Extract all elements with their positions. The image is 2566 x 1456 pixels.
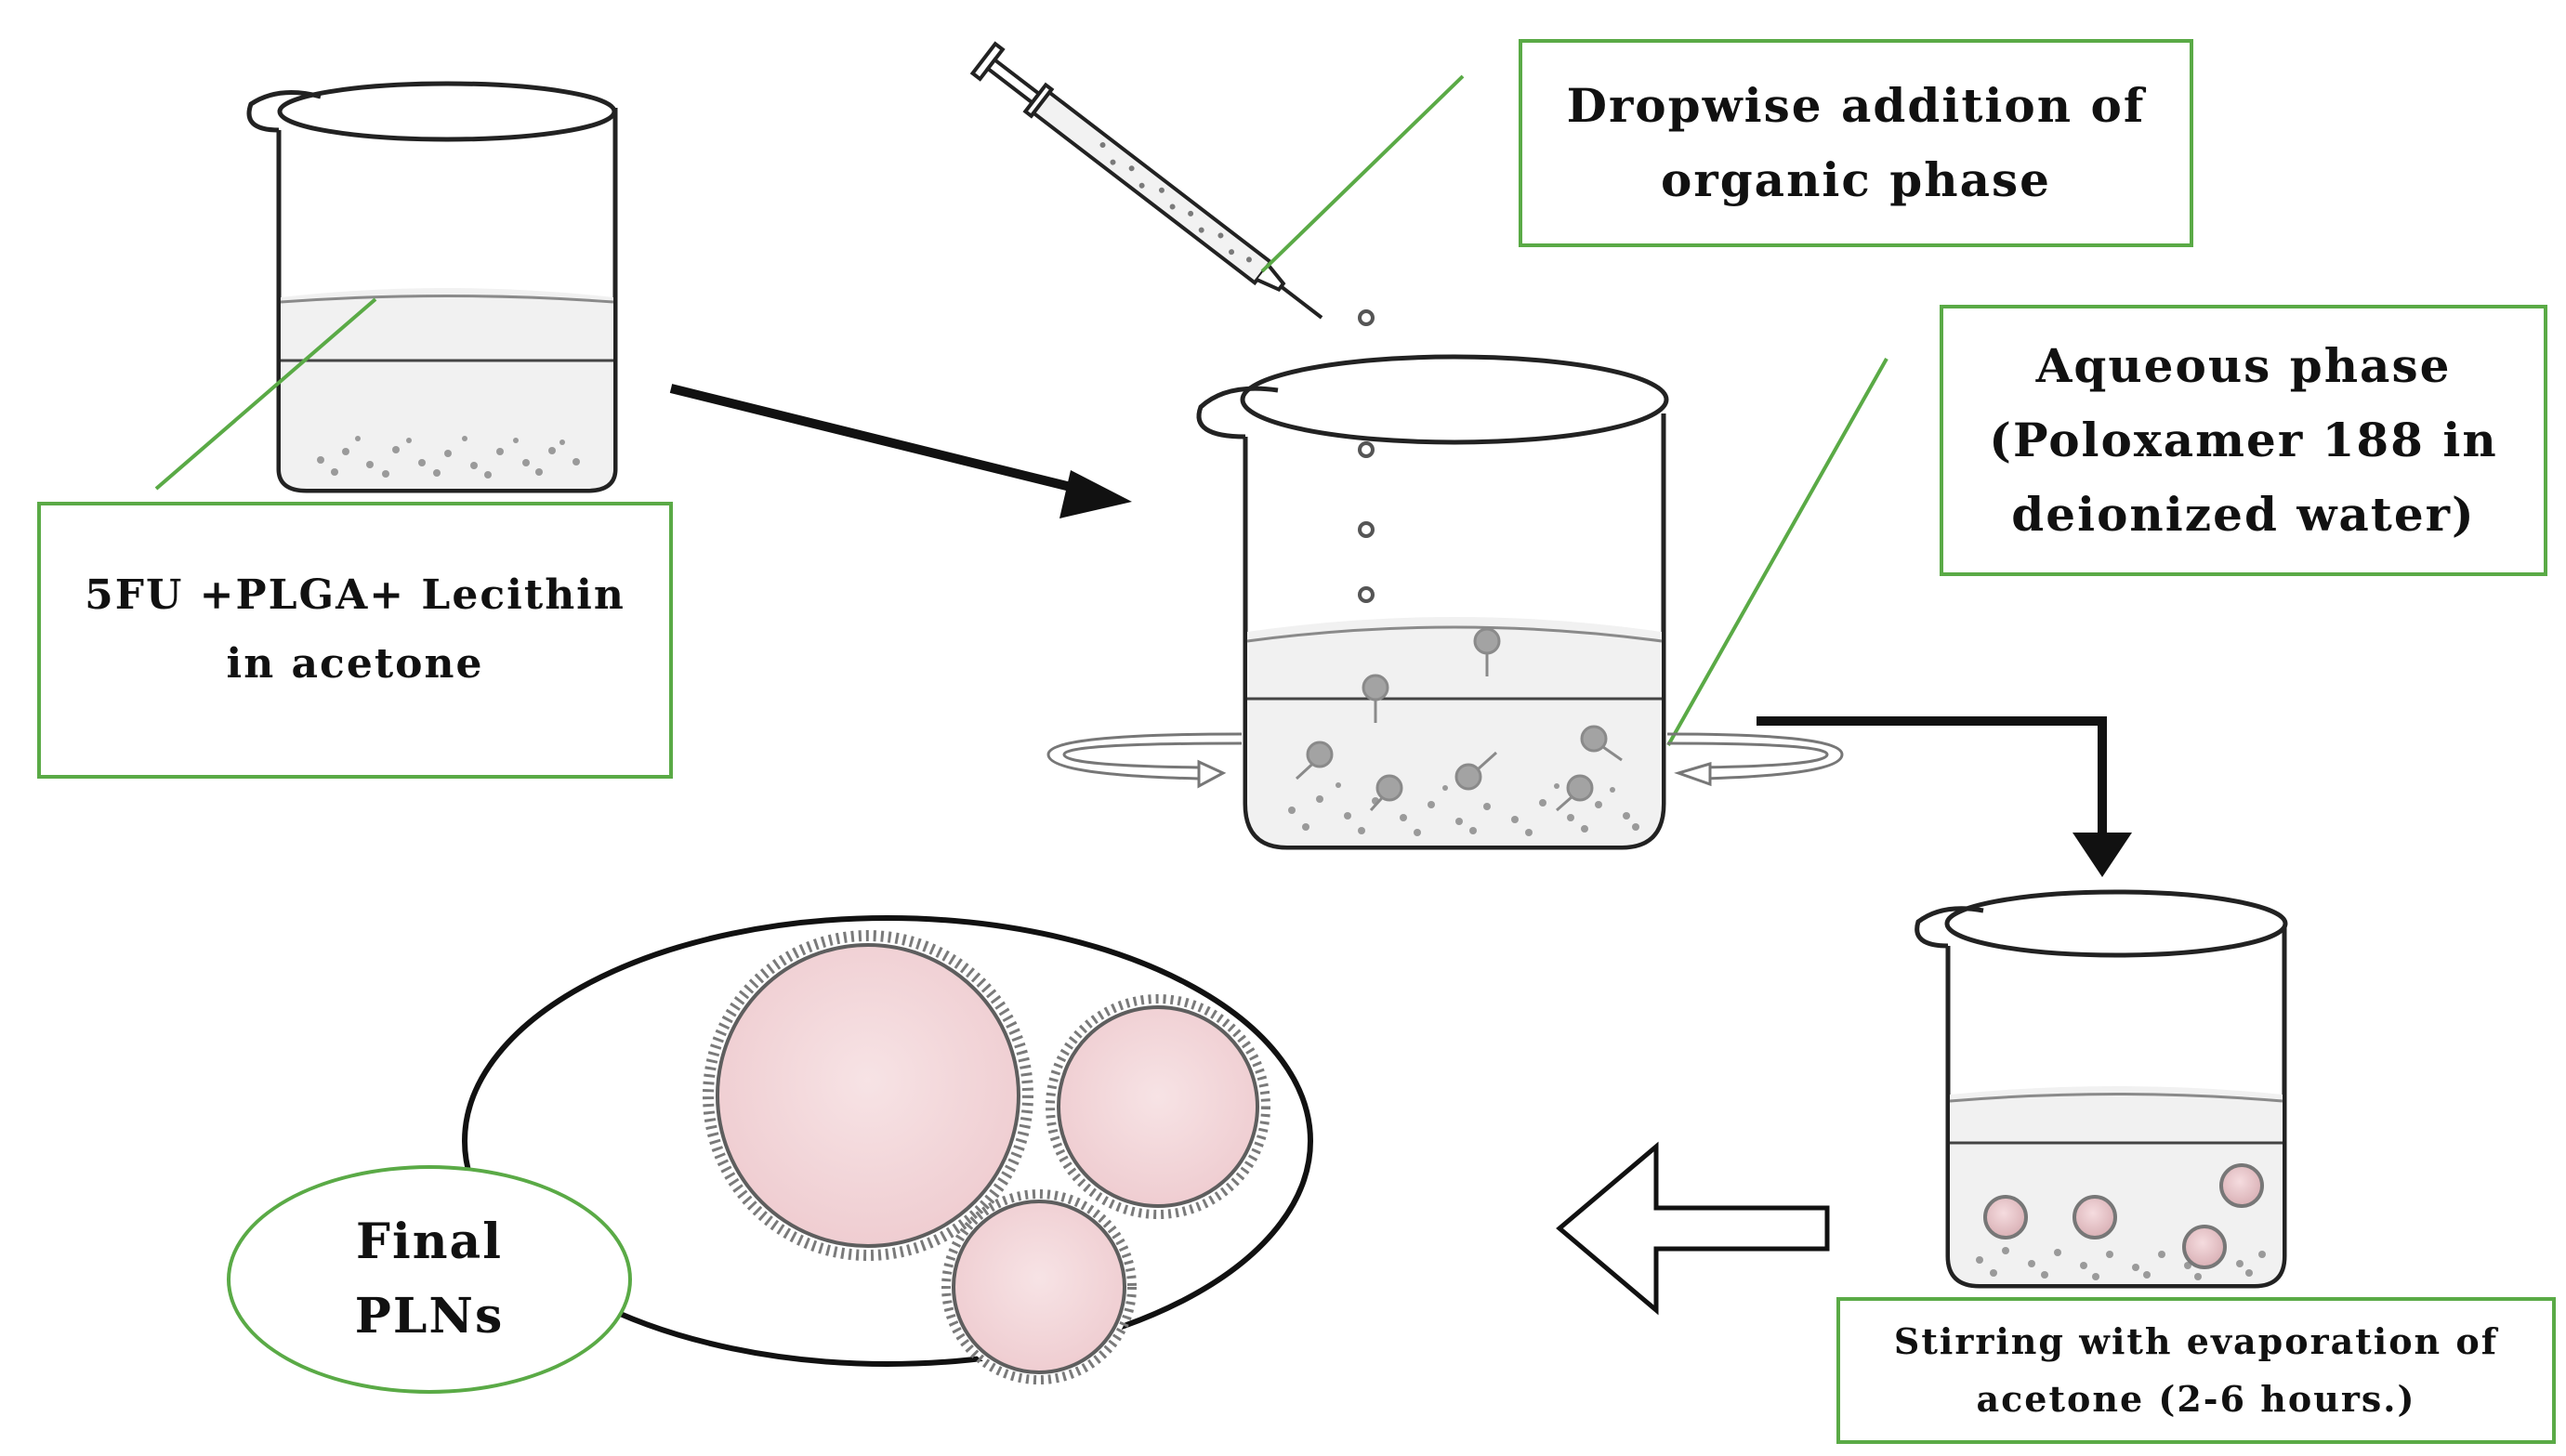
- stir-rotation-right-icon: [1666, 732, 1844, 787]
- label-line: acetone (2-6 hours.): [1976, 1378, 2416, 1420]
- nanoparticle-medium: [1046, 994, 1270, 1219]
- label-line: (Poloxamer 188 in: [1989, 413, 2498, 467]
- label-aqueous-phase: Aqueous phase (Poloxamer 188 in deionize…: [1940, 305, 2547, 576]
- label-line: Stirring with evaporation of: [1893, 1320, 2499, 1362]
- label-line: Final: [356, 1213, 503, 1270]
- leader-line-aqueous: [1666, 358, 1888, 746]
- nanoparticle-large: [703, 930, 1033, 1261]
- label-line: 5FU +PLGA+ Lecithin: [85, 571, 625, 619]
- label-organic-phase: 5FU +PLGA+ Lecithin in acetone: [37, 502, 673, 779]
- final-particles-view: [462, 915, 1313, 1384]
- nanoparticle-small: [941, 1189, 1137, 1384]
- beaker-organic-phase: [246, 81, 618, 493]
- label-line: in acetone: [226, 640, 484, 688]
- label-line: Dropwise addition of: [1566, 78, 2146, 133]
- leader-line-dropwise: [1260, 74, 1465, 273]
- label-line: PLNs: [354, 1288, 505, 1345]
- leader-line-organic: [154, 297, 377, 491]
- label-line: deionized water): [2011, 487, 2476, 542]
- droplets: [1358, 309, 1375, 603]
- syringe-icon: [969, 41, 1323, 320]
- beaker-stirring: [1915, 889, 2288, 1289]
- label-line: organic phase: [1661, 152, 2051, 207]
- arrow-to-final-icon: [1556, 1141, 1830, 1316]
- stir-rotation-left-icon: [1046, 732, 1243, 789]
- label-dropwise-addition: Dropwise addition of organic phase: [1519, 39, 2193, 247]
- label-line: Aqueous phase: [2035, 338, 2452, 393]
- arrow-to-stirring-icon: [1757, 716, 2132, 877]
- label-final-plns: Final PLNs: [227, 1165, 632, 1394]
- label-stirring-evaporation: Stirring with evaporation of acetone (2-…: [1836, 1297, 2556, 1444]
- arrow-to-aqueous-icon: [669, 384, 1132, 518]
- beaker-aqueous-phase: [1196, 354, 1669, 850]
